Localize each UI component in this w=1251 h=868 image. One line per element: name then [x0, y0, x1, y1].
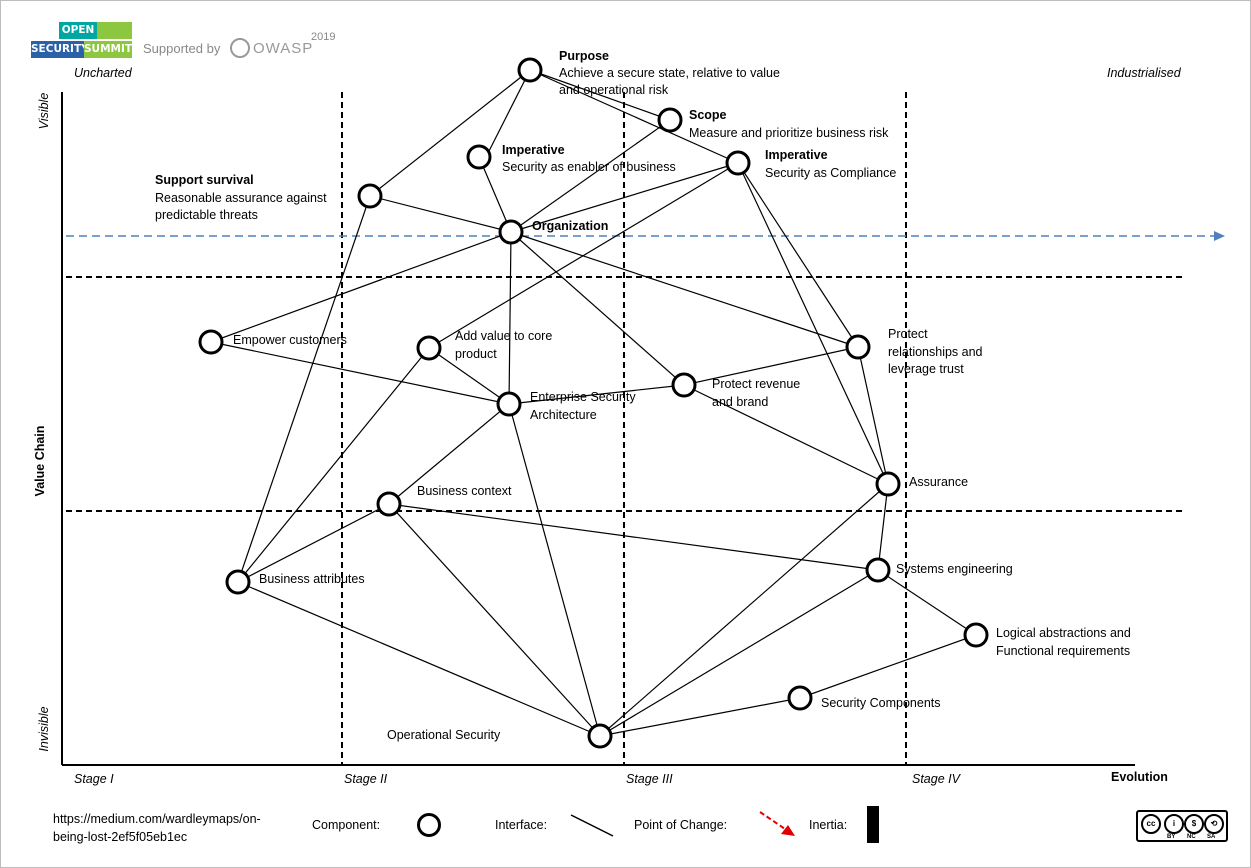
owasp-text: OWASP: [253, 40, 314, 57]
legend-point-of-change-label: Point of Change:: [634, 818, 728, 832]
component-purpose: [517, 57, 543, 83]
by-icon: i: [1164, 814, 1184, 834]
stage-3-label: Stage III: [626, 772, 673, 786]
add-value-line1: Add value to core: [455, 329, 553, 343]
component-add-value: [416, 335, 442, 361]
security-components-label: Security Components: [821, 696, 941, 710]
support-survival-title: Support survival: [155, 173, 254, 187]
component-systems-engineering: [865, 557, 891, 583]
business-context-label: Business context: [417, 484, 512, 498]
protect-relationships-line3: leverage trust: [888, 362, 964, 376]
component-protect-relationships: [845, 334, 871, 360]
add-value-line2: product: [455, 347, 497, 361]
nc-icon: $: [1184, 814, 1204, 834]
nc-text: NC: [1187, 834, 1196, 840]
component-imperative-business: [466, 144, 492, 170]
invisible-label: Invisible: [37, 706, 51, 752]
legend-inertia-bar: [867, 806, 879, 843]
scope-title: Scope: [689, 108, 727, 122]
evolution-arrow-head: [1214, 231, 1225, 241]
assurance-label: Assurance: [909, 475, 969, 489]
protect-relationships-line2: relationships and: [888, 345, 983, 359]
component-support-survival: [357, 183, 383, 209]
component-business-attributes: [225, 569, 251, 595]
logo-open: OPEN: [59, 22, 97, 39]
cc-icon: cc: [1141, 814, 1161, 834]
protect-revenue-line1: Protect revenue: [712, 377, 801, 391]
legend-interface-label: Interface:: [495, 818, 548, 832]
by-text: BY: [1167, 834, 1176, 840]
organization-title: Organization: [532, 219, 609, 233]
empower-customers-label: Empower customers: [233, 333, 347, 347]
component-empower-customers: [198, 329, 224, 355]
enterprise-security-line2: Architecture: [530, 408, 597, 422]
evolution-label: Evolution: [1111, 770, 1168, 784]
purpose-line2: and operational risk: [559, 83, 669, 97]
logical-abstractions-line2: Functional requirements: [996, 644, 1131, 658]
imperative-compliance-line1: Security as Compliance: [765, 166, 897, 180]
source-url-line2[interactable]: being-lost-2ef5f05eb1ec: [53, 830, 188, 844]
component-security-components: [787, 685, 813, 711]
imperative-compliance-title: Imperative: [765, 148, 828, 162]
enterprise-security-line1: Enterprise Security: [530, 390, 636, 404]
component-logical-abstractions: [963, 622, 989, 648]
visible-label: Visible: [37, 92, 51, 130]
legend-component-label: Component:: [312, 818, 381, 832]
stage-dividers: [66, 92, 1182, 765]
legend-point-of-change-arrow: [759, 811, 789, 832]
legend-component-icon: [417, 813, 441, 837]
stage-4-label: Stage IV: [912, 772, 960, 786]
logo-security: SECURITY: [31, 41, 89, 58]
stage-1-label: Stage I: [74, 772, 114, 786]
interfaces: [210, 69, 977, 737]
component-scope: [657, 107, 683, 133]
logical-abstractions-line1: Logical abstractions and: [996, 626, 1131, 640]
source-url-line1[interactable]: https://medium.com/wardleymaps/on-: [53, 812, 261, 826]
stage-2-label: Stage II: [344, 772, 388, 786]
year-label: 2019: [311, 31, 336, 43]
support-survival-line1: Reasonable assurance against: [155, 191, 327, 205]
legend-point-of-change-head: [781, 825, 795, 836]
component-assurance: [875, 471, 901, 497]
support-survival-line2: predictable threats: [155, 208, 258, 222]
purpose-title: Purpose: [559, 49, 610, 63]
component-imperative-compliance: [725, 150, 751, 176]
component-organization: [498, 219, 524, 245]
owasp-logo-icon: [230, 38, 250, 58]
value-chain-label: Value Chain: [33, 425, 47, 497]
scope-line1: Measure and prioritize business risk: [689, 126, 889, 140]
logo-summit: SUMMIT: [84, 41, 132, 58]
supported-by-text: Supported by: [143, 41, 221, 56]
component-operational-security: [587, 723, 613, 749]
systems-engineering-label: Systems engineering: [896, 562, 1013, 576]
business-attributes-label: Business attributes: [259, 572, 365, 586]
component-business-context: [376, 491, 402, 517]
industrialised-label: Industrialised: [1107, 66, 1181, 80]
legend-interface-line: [570, 814, 614, 837]
sa-text: SA: [1207, 834, 1216, 840]
uncharted-label: Uncharted: [74, 66, 132, 80]
operational-security-label: Operational Security: [387, 728, 501, 742]
cc-license-badge: cc i $ ⟲ BY NC SA: [1136, 810, 1228, 842]
protect-relationships-line1: Protect: [888, 327, 928, 341]
imperative-business-title: Imperative: [502, 143, 565, 157]
imperative-business-line1: Security as enabler of business: [502, 160, 676, 174]
purpose-line1: Achieve a secure state, relative to valu…: [559, 66, 780, 80]
legend-inertia-label: Inertia:: [809, 818, 848, 832]
logo-strip: [97, 22, 132, 39]
component-enterprise-security: [496, 391, 522, 417]
sa-icon: ⟲: [1204, 814, 1224, 834]
component-protect-revenue: [671, 372, 697, 398]
protect-revenue-line2: and brand: [712, 395, 769, 409]
